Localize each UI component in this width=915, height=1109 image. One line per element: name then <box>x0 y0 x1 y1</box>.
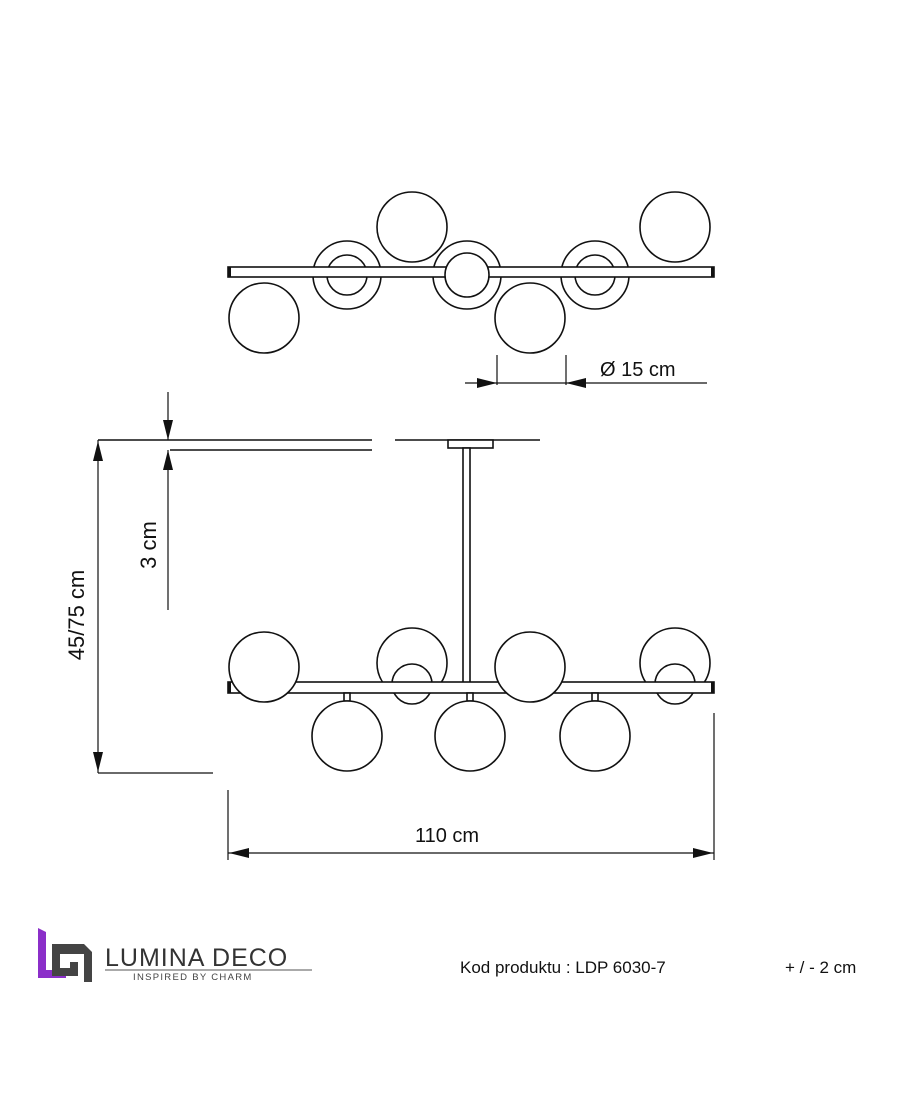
globe <box>228 282 300 354</box>
globe <box>494 631 566 703</box>
canopy-height-label: 3 cm <box>136 521 161 569</box>
globe <box>494 282 566 354</box>
side-bar <box>227 681 715 694</box>
globe <box>434 700 506 772</box>
top-view: Ø 15 cm <box>227 191 715 388</box>
brand-logo: LUMINA DECO INSPIRED BY CHARM <box>38 928 312 983</box>
globe <box>559 700 631 772</box>
globe-diameter-label: Ø 15 cm <box>600 359 676 381</box>
center-globe <box>444 252 490 298</box>
globe <box>228 631 300 703</box>
brand-tagline: INSPIRED BY CHARM <box>133 972 253 983</box>
logo-mark <box>38 928 66 978</box>
brand-name: LUMINA DECO <box>105 944 288 972</box>
height-label: 45/75 cm <box>64 570 89 661</box>
canopy <box>447 439 494 449</box>
tolerance: + / - 2 cm <box>785 958 856 977</box>
globe <box>376 191 448 263</box>
globe <box>639 191 711 263</box>
side-view: 45/75 cm 3 cm 110 cm <box>64 392 715 860</box>
product-code: Kod produktu : LDP 6030-7 <box>460 958 666 977</box>
rod <box>462 447 471 685</box>
width-label: 110 cm <box>415 825 479 847</box>
globe <box>311 700 383 772</box>
